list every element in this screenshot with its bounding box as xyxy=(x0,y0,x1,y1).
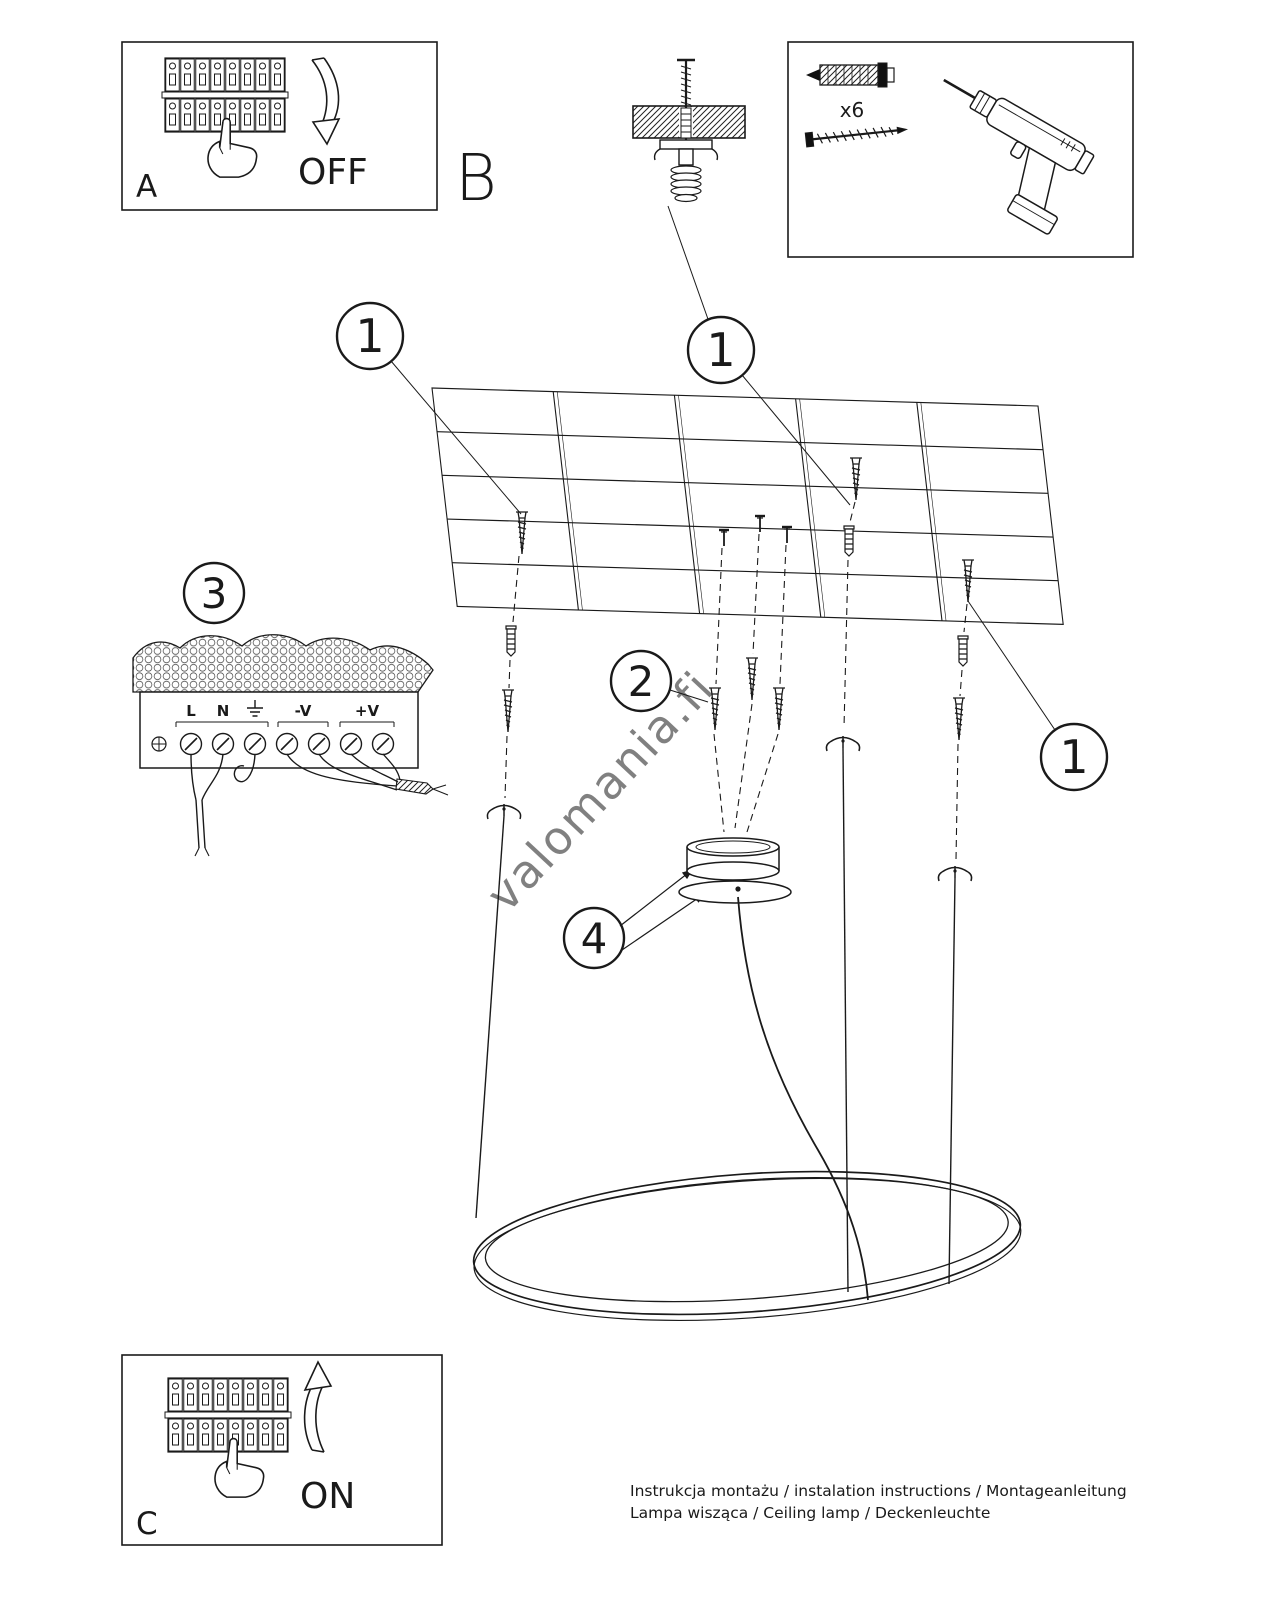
panel-c-label: C xyxy=(136,1506,158,1542)
terminal-block xyxy=(139,691,419,769)
callout-1-right-number: 1 xyxy=(1059,730,1088,784)
callout-2: 2 xyxy=(609,649,709,713)
panel-a-action-label: OFF xyxy=(298,152,368,193)
suspension-wire xyxy=(475,815,505,1219)
canopy xyxy=(678,837,792,904)
anchor-count-label: x6 xyxy=(840,98,865,122)
canopy-plate xyxy=(678,880,792,904)
terminal-screw xyxy=(211,732,235,756)
callout-1-left: 1 xyxy=(335,301,522,515)
panel-a-label: A xyxy=(136,169,157,205)
terminal-screw xyxy=(339,732,363,756)
mains-wires xyxy=(190,753,256,857)
fastener-set-center xyxy=(708,514,794,833)
callout-4: 4 xyxy=(562,869,705,970)
callout-4-number: 4 xyxy=(581,914,608,963)
callout-1-top: 1 xyxy=(686,315,851,506)
fastener-set-right xyxy=(937,559,975,1285)
panel-c-action-label: ON xyxy=(300,1476,355,1517)
terminal-label-pos: +V xyxy=(355,702,380,720)
insulation-icon xyxy=(132,634,434,693)
suspension-wire xyxy=(948,877,956,1285)
terminal-screw xyxy=(307,732,331,756)
callout-3-number: 3 xyxy=(201,569,228,618)
footer-text: Instrukcja montażu / instalation instruc… xyxy=(630,1482,1127,1522)
terminal-screw xyxy=(371,732,395,756)
callout-2-number: 2 xyxy=(628,657,655,706)
arrow-down-icon xyxy=(311,57,341,146)
earth-wire xyxy=(233,753,256,783)
pendant-ring xyxy=(472,1170,1022,1322)
terminal-screw xyxy=(275,732,299,756)
footer-line2: Lampa wisząca / Ceiling lamp / Deckenleu… xyxy=(630,1504,990,1522)
drill-icon xyxy=(943,78,1095,235)
callout-1-left-number: 1 xyxy=(355,309,384,363)
anchor-icon xyxy=(505,625,517,657)
fastener-set-left xyxy=(475,511,529,1219)
terminal-label-neg: -V xyxy=(295,702,312,720)
terminal-label-l: L xyxy=(186,702,196,720)
pointer-line xyxy=(667,205,710,323)
panel-a: OFF A xyxy=(121,41,438,211)
terminal-screw xyxy=(179,732,203,756)
screw-icon xyxy=(804,126,909,148)
earth-symbol-icon xyxy=(247,700,263,717)
fastener-set-midright xyxy=(825,457,863,1293)
lv-wires xyxy=(286,753,449,796)
panel-b-label: B xyxy=(455,142,497,216)
power-connector xyxy=(395,778,434,795)
callout-1-top-number: 1 xyxy=(706,323,735,377)
anchor-icon xyxy=(843,525,855,557)
callout-1-right: 1 xyxy=(967,600,1109,792)
suspension-wire xyxy=(842,747,849,1293)
hardware-box: x6 xyxy=(787,41,1134,258)
panel-c: ON C xyxy=(121,1354,443,1546)
breaker-panel-icon xyxy=(164,1377,292,1453)
ceiling-anchor-illustration xyxy=(632,58,746,323)
power-cable xyxy=(737,896,869,1301)
footer-line1: Instrukcja montażu / instalation instruc… xyxy=(630,1482,1127,1500)
anchor-icon xyxy=(957,635,969,667)
callout-3: 3 xyxy=(182,561,246,625)
arrow-up-icon xyxy=(303,1360,333,1453)
ceiling-grid xyxy=(431,387,1064,625)
terminal-screw xyxy=(243,732,267,756)
terminal-label-n: N xyxy=(217,702,230,720)
wall-plug-icon xyxy=(806,62,895,88)
wiring-diagram: L N -V +V xyxy=(132,634,449,857)
